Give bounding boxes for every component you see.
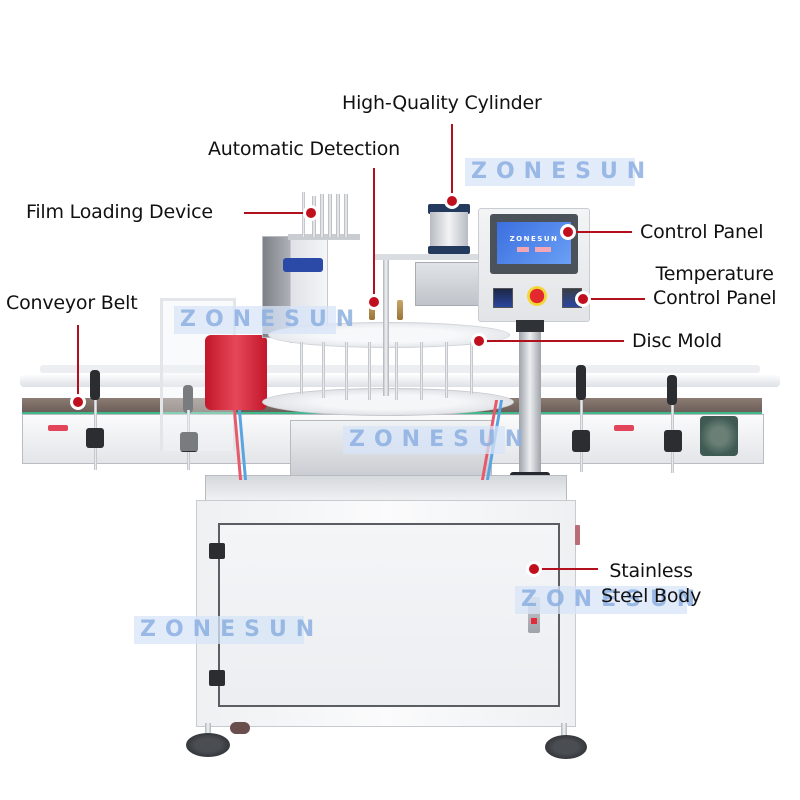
- label-body-line2: Steel Body: [601, 585, 702, 607]
- leveling-foot-left: [186, 733, 230, 757]
- foot-screw-right: [561, 723, 567, 739]
- label-high-quality-cylinder: High-Quality Cylinder: [342, 92, 542, 114]
- conveyor-motor: [700, 416, 738, 456]
- disc-post: [470, 342, 473, 394]
- door-hinge-bottom: [209, 670, 225, 686]
- disc-post: [300, 342, 303, 394]
- disc-post: [420, 342, 423, 400]
- callout-dot-body: [529, 564, 539, 574]
- leader-line-film-loading: [244, 212, 310, 214]
- disc-post: [322, 342, 325, 398]
- callout-dot-control-panel: [563, 227, 573, 237]
- label-temperature-line1: Temperature: [655, 263, 774, 285]
- rail-clamp: [180, 432, 198, 452]
- film-rod: [336, 194, 340, 237]
- door-lock-button: [531, 618, 537, 624]
- leader-line-temperature: [585, 298, 645, 300]
- film-rod: [302, 192, 305, 237]
- conveyor-guide-rail: [20, 375, 780, 387]
- detection-sensor-1: [369, 300, 375, 320]
- watermark: ZONESUN: [174, 306, 354, 334]
- hmi-button-2[interactable]: [535, 246, 551, 252]
- rail-knob: [90, 370, 100, 400]
- watermark: ZONESUN: [465, 158, 645, 186]
- detection-arm: [373, 254, 493, 260]
- watermark: ZONESUN: [134, 616, 314, 644]
- label-conveyor-belt: Conveyor Belt: [6, 292, 138, 314]
- cabinet-door[interactable]: [218, 523, 560, 707]
- callout-dot-conveyor: [73, 397, 83, 407]
- film-loading-plate: [288, 234, 360, 240]
- label-temperature-control-panel: Temperature Control Panel: [653, 262, 777, 310]
- label-body-line1: Stainless: [609, 560, 693, 582]
- leader-line-control-panel: [570, 231, 632, 233]
- label-film-loading-device: Film Loading Device: [26, 201, 213, 223]
- foot-screw-left: [205, 723, 211, 739]
- cylinder-body: [430, 212, 468, 248]
- cup-stack: [205, 335, 267, 410]
- watermark: ZONESUN: [515, 586, 695, 614]
- label-disc-mold: Disc Mold: [632, 330, 722, 352]
- hmi-brand-text: ZONESUN: [509, 234, 559, 243]
- cylinder-cap: [428, 204, 470, 214]
- detection-sensor-2: [397, 300, 403, 320]
- disc-post: [395, 342, 398, 400]
- callout-dot-disc-mold: [474, 336, 484, 346]
- leader-line-detection: [373, 168, 375, 302]
- side-power-socket: [575, 525, 580, 545]
- leader-line-disc-mold: [480, 340, 624, 342]
- center-shaft: [383, 256, 389, 396]
- callout-dot-film-loading: [306, 208, 316, 218]
- rail-knob: [576, 365, 586, 400]
- rail-clamp: [664, 430, 682, 452]
- disc-post: [445, 342, 448, 398]
- conveyor-guide-rail-2: [40, 365, 760, 373]
- film-loading-blue-block: [283, 258, 323, 272]
- leader-line-cylinder: [451, 124, 453, 200]
- callout-dot-temperature: [578, 294, 588, 304]
- callout-dot-detection: [369, 297, 379, 307]
- watermark: ZONESUN: [343, 426, 523, 454]
- film-rod: [344, 194, 348, 237]
- conveyor-direction-sticker-left: [48, 425, 68, 431]
- support-column: [516, 320, 544, 332]
- door-hinge-top: [209, 543, 225, 559]
- conveyor-direction-sticker-right: [614, 425, 634, 431]
- disc-post: [345, 342, 348, 400]
- rail-knob: [183, 385, 193, 413]
- leader-line-conveyor: [77, 325, 79, 397]
- label-automatic-detection: Automatic Detection: [208, 138, 400, 160]
- leader-line-body: [536, 568, 598, 570]
- hmi-buttons: [517, 246, 551, 252]
- caster-wheel: [230, 722, 250, 734]
- rail-clamp: [572, 430, 590, 452]
- hmi-button-1[interactable]: [517, 246, 529, 252]
- temperature-display-left: [493, 288, 513, 308]
- disc-post: [368, 342, 371, 400]
- table-top: [205, 475, 567, 501]
- hmi-screen[interactable]: ZONESUN: [497, 222, 571, 264]
- callout-dot-cylinder: [447, 196, 457, 206]
- cylinder-base: [428, 246, 470, 254]
- label-temperature-line2: Control Panel: [653, 287, 777, 309]
- label-stainless-steel-body: Stainless Steel Body: [601, 559, 701, 609]
- sealing-head: [415, 262, 487, 306]
- film-rod: [320, 194, 324, 237]
- label-control-panel: Control Panel: [640, 221, 764, 243]
- rail-knob: [667, 375, 677, 405]
- support-column-rod: [519, 332, 541, 482]
- leveling-foot-right: [545, 735, 587, 759]
- rail-clamp: [86, 428, 104, 448]
- emergency-stop-button[interactable]: [527, 286, 547, 306]
- film-rod: [328, 194, 332, 237]
